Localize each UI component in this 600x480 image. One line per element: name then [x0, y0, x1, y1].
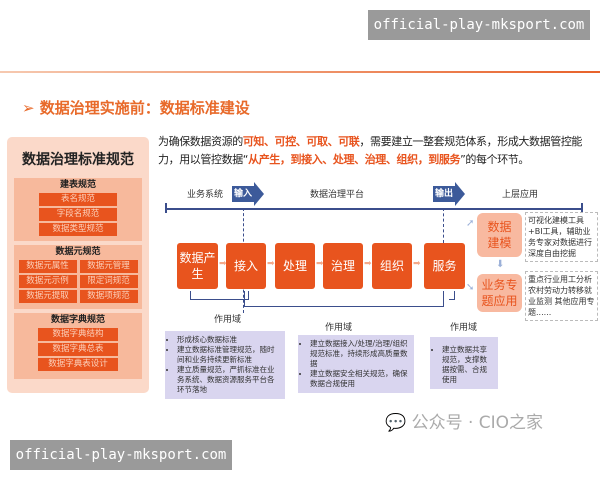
app-desc: 重点行业用工分析 农村劳动力转移就业监测 其他应用专题......	[525, 271, 598, 321]
step-generate: 数据产生	[177, 243, 218, 289]
wechat-watermark: 💬 公众号 · CIO之家	[385, 408, 543, 433]
group-dictionary: 数据字典规范 数据字典结构 数据字典总表 数据字典表设计	[14, 313, 142, 379]
tick	[581, 203, 583, 213]
chip: 数据类型规范	[39, 223, 117, 236]
chip: 字段名规范	[39, 208, 117, 221]
arrow-icon: ➚	[466, 218, 475, 229]
chip: 表名规范	[39, 193, 117, 206]
watermark-bottom: official-play-mksport.com	[10, 440, 232, 470]
arrow-right-icon: ➡	[316, 259, 324, 269]
output-divider	[443, 208, 444, 243]
chip: 数据元示例	[18, 275, 77, 288]
input-arrow: 输入	[232, 182, 265, 206]
label-upper: 上层应用	[502, 190, 539, 200]
chip: 数据字典表设计	[38, 358, 118, 371]
arrow-right-icon: ➡	[413, 259, 421, 269]
tick	[165, 203, 167, 213]
scope-brace	[449, 291, 455, 300]
chip: 数据元属性	[18, 260, 77, 273]
chip: 数据项规范	[79, 290, 138, 303]
group-element: 数据元规范 数据元属性数据元管理 数据元示例限定词规范 数据元提取数据项规范	[14, 245, 142, 309]
app-desc: 可视化建模工具+BI工具，辅助业务专家对数据进行深度自由挖掘	[525, 212, 598, 262]
page-title: ➢ 数据治理实施前：数据标准建设	[22, 97, 250, 118]
title-text: 数据治理实施前：数据标准建设	[39, 99, 250, 117]
divider	[0, 71, 600, 73]
scope-item: 建立数据安全相关规范，确保数据合规使用	[310, 369, 410, 389]
group-heading: 建表规范	[59, 180, 96, 190]
standards-panel: 数据治理标准规范 建表规范 表名规范 字段名规范 数据类型规范 数据元规范 数据…	[7, 137, 149, 393]
arrow-icon: ➘	[466, 282, 475, 293]
step-govern: 治理	[323, 243, 363, 289]
chip: 数据元管理	[79, 260, 138, 273]
arrow-right-icon: ➡	[219, 259, 227, 269]
step-organize: 组织	[372, 243, 412, 289]
timeline-axis	[165, 208, 582, 210]
group-heading: 数据元规范	[55, 247, 101, 257]
scope-item: 建立数据标准管理规范，随时间和业务持续更新标准	[177, 345, 281, 365]
label-platform: 数据治理平台	[310, 190, 365, 200]
chip: 数据元提取	[18, 290, 77, 303]
arrow-bullet-icon: ➢	[22, 99, 40, 117]
group-table: 建表规范 表名规范 字段名规范 数据类型规范	[14, 178, 142, 241]
scope-item: 建立数据共享规范，支撑数据按需、合规使用	[442, 345, 494, 385]
chip: 数据字典总表	[38, 343, 118, 356]
scope-box: 建立数据共享规范，支撑数据按需、合规使用	[430, 337, 498, 389]
scope-box: 形成核心数据标准 建立数据标准管理规范，随时间和业务持续更新标准 建立质量规范，…	[165, 331, 285, 399]
scope-label: 作用域	[450, 323, 478, 333]
step-serve: 服务	[424, 243, 465, 289]
scope-brace	[244, 291, 444, 307]
arrow-right-icon: ➡	[267, 259, 275, 269]
wechat-icon: 💬	[385, 413, 407, 433]
step-process: 处理	[275, 243, 315, 289]
scope-box: 建立数据接入/处理/治理/组织规范标准，持续形成高质量数据 建立数据安全相关规范…	[298, 335, 414, 393]
label-source: 业务系统	[187, 190, 224, 200]
app-modeling: 数据建模	[477, 213, 522, 257]
app-topic: 业务专题应用	[477, 274, 522, 312]
watermark-top: official-play-mksport.com	[368, 10, 590, 40]
scope-item: 建立质量规范，严抓标准在业务系统、数据资源服务平台各环节落地	[177, 365, 281, 395]
scope-item: 建立数据接入/处理/治理/组织规范标准，持续形成高质量数据	[310, 339, 410, 369]
arrow-down-icon: ⬇	[496, 259, 505, 270]
panel-title: 数据治理标准规范	[22, 152, 134, 168]
input-label: 输入	[232, 186, 255, 202]
scope-label: 作用域	[214, 315, 242, 325]
scope-brace	[190, 291, 249, 300]
arrow-right-icon	[254, 182, 265, 206]
arrow-right-icon	[455, 182, 466, 206]
group-heading: 数据字典规范	[50, 315, 105, 325]
step-ingest: 接入	[226, 243, 266, 289]
scope-label: 作用域	[325, 323, 353, 333]
wechat-text: 公众号 · CIO之家	[411, 413, 544, 433]
chip: 限定词规范	[79, 275, 138, 288]
arrow-right-icon: ➡	[364, 259, 372, 269]
output-label: 输出	[433, 186, 456, 202]
output-arrow: 输出	[433, 182, 466, 206]
intro-text: 为确保数据资源的可知、可控、可取、可联，需要建立一整套规范体系，形成大数据管控能…	[158, 135, 583, 166]
scope-item: 形成核心数据标准	[177, 335, 281, 345]
chip: 数据字典结构	[38, 328, 118, 341]
